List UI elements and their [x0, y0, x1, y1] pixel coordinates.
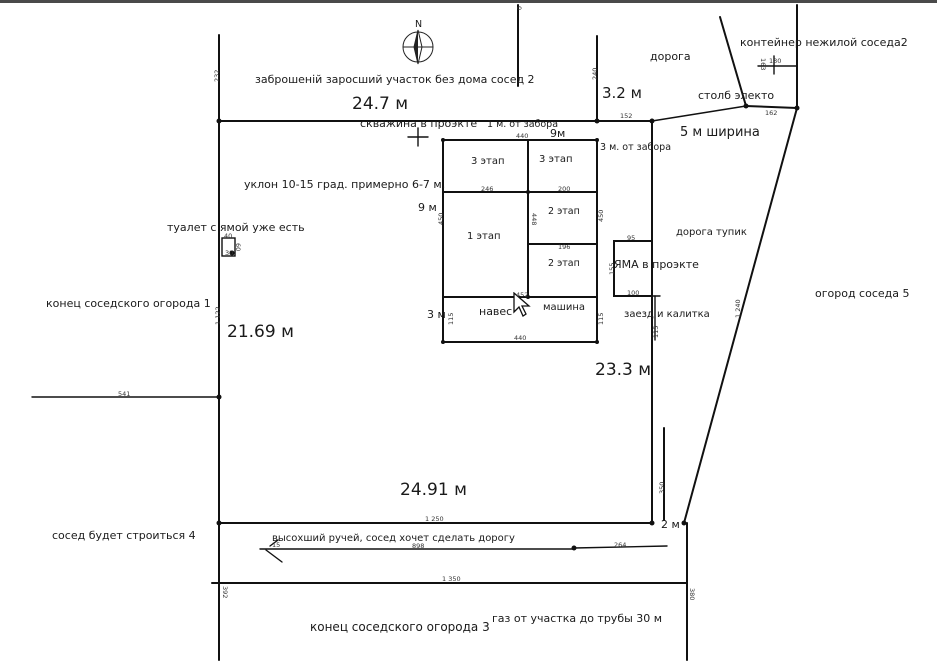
abandoned-plot-label: заброшеній заросший участок без дома сос… — [255, 73, 535, 86]
stage1-label: 1 этап — [467, 231, 501, 242]
stream-start-diagonal-2[interactable] — [269, 539, 279, 547]
road-top-label: дорога — [650, 50, 691, 63]
three-m-fence-label: 3 м. от забора — [600, 142, 672, 153]
top-right-measure: 3.2 м — [602, 84, 642, 102]
dim-130: 130 — [769, 57, 782, 65]
toilet-outline[interactable] — [221, 237, 236, 257]
dead-end-road-label: дорога тупик — [676, 227, 747, 238]
dim-1350: 1 350 — [442, 575, 461, 583]
nine-m-left-measure: 9 м — [418, 201, 437, 214]
dim-196: 196 — [558, 243, 571, 251]
dim-30: 30 — [225, 249, 234, 257]
dim-115-mid: 115 — [652, 325, 660, 338]
two-m-measure: 2 м — [661, 518, 680, 531]
top-border — [0, 0, 937, 3]
dim-200: 200 — [558, 185, 571, 193]
entry-gate-label: заезд и калитка — [624, 309, 710, 320]
compass-north-label: N — [415, 19, 423, 30]
house-outline[interactable] — [442, 139, 598, 343]
stage2-top-label: 2 этап — [548, 206, 580, 217]
dim-246: 246 — [481, 185, 494, 193]
dim-152: 152 — [620, 112, 633, 120]
dim-1122: 1 122 — [214, 306, 222, 325]
stream-label: высохший ручей, сосед хочет сделать доро… — [272, 533, 515, 544]
shed-label: навес — [479, 305, 513, 318]
dim-1250: 1 250 — [425, 515, 444, 523]
dim-380: 380 — [688, 588, 696, 601]
dim-440-bottom: 440 — [514, 334, 527, 342]
dim-163: 163 — [759, 58, 767, 71]
pole-connector[interactable] — [651, 105, 747, 122]
dim-0-top: 0 — [515, 6, 523, 11]
mouse-cursor-icon — [513, 292, 531, 317]
dim-60: 60 — [234, 243, 242, 252]
dim-898: 898 — [412, 542, 425, 550]
pit-outline[interactable] — [613, 240, 653, 297]
dim-15: 15 — [272, 541, 281, 549]
road-bottom-line[interactable] — [745, 105, 798, 109]
right-side-measure: 23.3 м — [595, 360, 652, 380]
stream-start-diagonal[interactable] — [265, 549, 283, 563]
dim-40: 40 — [224, 232, 233, 240]
three-m-measure: 3 м — [427, 308, 446, 321]
bottom-width-measure: 24.91 м — [400, 480, 467, 500]
width-5m-label: 5 м ширина — [680, 125, 760, 140]
gas-label: газ от участка до трубы 30 м — [492, 612, 663, 625]
stage3-left-label: 3 этап — [471, 156, 505, 167]
well-label: скважина в проэкте — [360, 117, 478, 130]
dim-440-top: 440 — [516, 132, 529, 140]
garden5-diagonal-boundary[interactable] — [683, 107, 798, 524]
dim-264: 264 — [614, 541, 627, 549]
dim-450-left: 450 — [437, 212, 445, 225]
garden1-end-label: конец соседского огорода 1 — [46, 297, 211, 310]
one-m-fence-label: 1 м. от забора — [487, 119, 559, 130]
dim-240: 240 — [591, 67, 599, 80]
top-width-measure: 24.7 м — [352, 94, 409, 114]
dim-450-right: 450 — [597, 209, 605, 222]
compass-icon — [402, 29, 434, 65]
dim-162: 162 — [765, 109, 778, 117]
pit-label: ЯМА в проэкте — [614, 258, 699, 271]
garden3-end-label: конец соседского огорода 3 — [310, 620, 490, 634]
slope-label: уклон 10-15 град. примерно 6-7 м. — [244, 178, 446, 191]
dim-452: 452 — [516, 291, 529, 299]
dim-1240: 1 240 — [734, 299, 742, 318]
dim-115-right: 115 — [597, 312, 605, 325]
road-left-diagonal[interactable] — [719, 16, 747, 107]
toilet-label: туалет с ямой уже есть — [167, 221, 305, 234]
stage2-bottom-label: 2 этап — [548, 258, 580, 269]
dim-232: 232 — [213, 69, 221, 82]
dim-155: 155 — [608, 262, 616, 275]
car-label: машина — [543, 302, 585, 313]
left-side-measure: 21.69 м — [227, 322, 294, 342]
dim-100: 100 — [627, 289, 640, 297]
dim-115-left: 115 — [447, 312, 455, 325]
dim-350: 350 — [658, 481, 666, 494]
nine-m-top-measure: 9м — [550, 127, 566, 140]
container-label: контейнер нежилой соседа2 — [740, 36, 908, 49]
dim-448: 448 — [530, 213, 538, 226]
dim-541: 541 — [118, 390, 131, 398]
pole-label: столб электо — [698, 89, 775, 102]
dim-392: 392 — [221, 586, 229, 599]
dim-95: 95 — [627, 234, 636, 242]
neighbor4-label: сосед будет строиться 4 — [52, 529, 196, 542]
stage3-right-label: 3 этап — [539, 154, 573, 165]
garden5-label: огород соседа 5 — [815, 287, 910, 300]
stream-line-264[interactable] — [573, 545, 668, 549]
